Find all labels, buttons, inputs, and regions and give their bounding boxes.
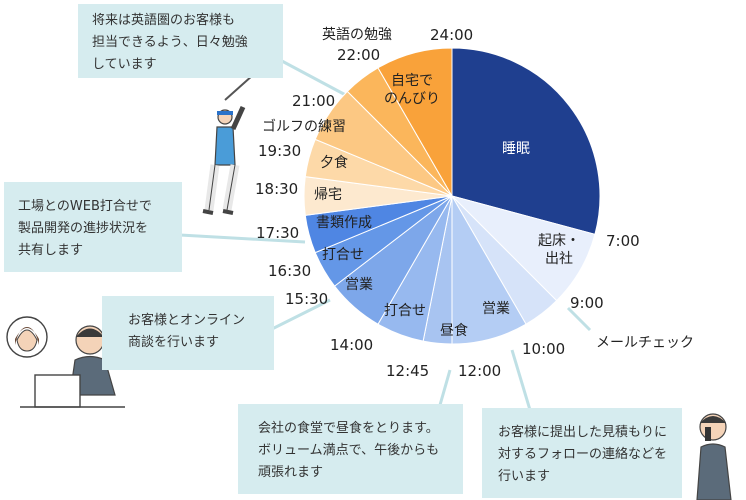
time-label-1200: 12:00 — [458, 362, 502, 380]
callout-followup-line2: 対するフォローの連絡などを — [498, 447, 668, 462]
callout-lunch: 会社の食堂で昼食をとります。 ボリューム満点で、午後からも 頑張れます — [238, 404, 463, 494]
callout-web-line3: 共有します — [18, 243, 84, 258]
connector-lunch — [438, 369, 452, 406]
connector-english — [279, 58, 356, 102]
callout-online-meeting: お客様とオンライン 商談を行います — [102, 296, 274, 370]
time-label-1000: 10:00 — [522, 340, 566, 358]
callout-english-line2: 担当できるよう、日々勉強 — [92, 35, 248, 50]
callout-online-line1: お客様とオンライン — [128, 313, 246, 328]
connector-online — [269, 298, 331, 332]
segment-label-sales-pm: 営業 — [345, 277, 373, 293]
callout-followup-line3: 行います — [498, 469, 551, 484]
connector-web-meeting — [179, 233, 306, 244]
time-label-1730: 17:30 — [256, 224, 300, 242]
time-label-1630: 16:30 — [268, 262, 312, 280]
time-label-2100: 21:00 — [292, 92, 336, 110]
callout-followup: お客様に提出した見積もりに 対するフォローの連絡などを 行います — [482, 408, 682, 498]
segment-label-meeting-pm: 打合せ — [384, 303, 426, 319]
callout-lunch-line3: 頑張れます — [258, 465, 324, 480]
connector-mail-check — [566, 306, 592, 332]
phone-call-illustration — [696, 413, 732, 500]
callout-english-line3: しています — [92, 57, 157, 72]
callout-online-line2: 商談を行います — [128, 335, 220, 350]
segment-label-relax: 自宅でのんびり — [384, 73, 440, 107]
time-label-700: 7:00 — [606, 232, 640, 250]
segment-label-dinner: 夕食 — [320, 155, 348, 171]
label-golf-practice: ゴルフの練習 — [262, 119, 346, 135]
callout-web-line2: 製品開発の進捗状況を — [18, 221, 149, 236]
segment-label-meeting-web: 打合せ — [322, 247, 364, 263]
segment-label-wakeup: 起床・出社 — [538, 233, 580, 267]
connector-followup — [510, 349, 532, 411]
time-label-1530: 15:30 — [285, 290, 329, 308]
time-label-1245: 12:45 — [386, 362, 430, 380]
callout-lunch-line1: 会社の食堂で昼食をとります。 — [258, 421, 439, 436]
time-label-2400: 24:00 — [430, 26, 474, 44]
callout-connectors — [179, 58, 592, 411]
time-label-900: 9:00 — [570, 294, 604, 312]
golfer-illustration — [202, 74, 254, 215]
segment-label-commute-home: 帰宅 — [314, 187, 342, 203]
time-label-2200: 22:00 — [337, 46, 381, 64]
callout-english-study: 将来は英語圏のお客様も 担当できるよう、日々勉強 しています — [78, 4, 283, 78]
label-english-study: 英語の勉強 — [322, 27, 392, 43]
label-mail-check: メールチェック — [596, 335, 694, 351]
online-meeting-illustration — [6, 316, 125, 408]
pie-chart — [303, 47, 601, 345]
time-label-1830: 18:30 — [255, 180, 299, 198]
pie-slice-0 — [451, 47, 601, 235]
segment-label-documents: 書類作成 — [316, 215, 372, 231]
segment-label-sleep: 睡眠 — [502, 141, 530, 157]
callout-lunch-line2: ボリューム満点で、午後からも — [258, 443, 440, 458]
callout-english-line1: 将来は英語圏のお客様も — [92, 13, 236, 28]
pie-slice-13 — [377, 47, 453, 198]
time-label-1930: 19:30 — [258, 142, 302, 160]
callout-web-meeting: 工場とのWEB打合せで 製品開発の進捗状況を 共有します — [4, 182, 182, 272]
segment-label-lunch: 昼食 — [440, 323, 468, 339]
callout-followup-line1: お客様に提出した見積もりに — [498, 425, 668, 440]
callout-web-line1: 工場とのWEB打合せで — [18, 199, 152, 214]
time-label-1400: 14:00 — [330, 336, 374, 354]
segment-label-sales-am: 営業 — [482, 301, 510, 317]
